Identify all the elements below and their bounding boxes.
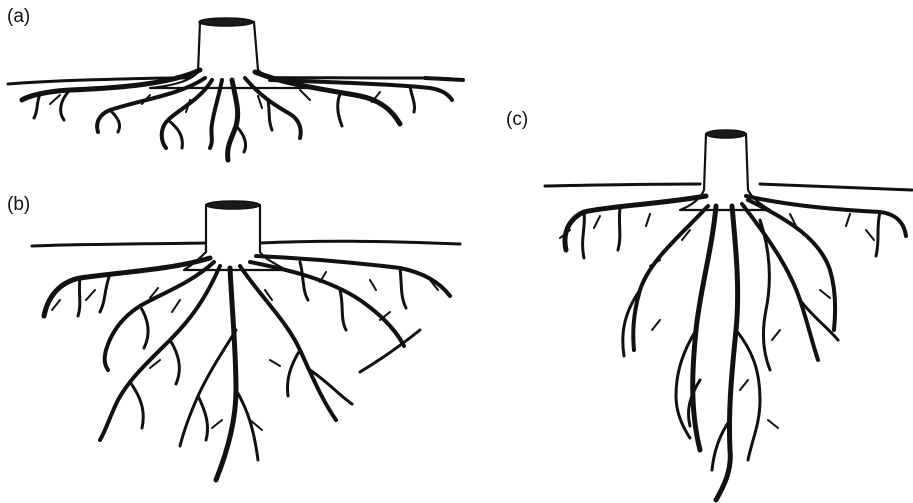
panel-b-stump-top (206, 201, 260, 209)
panel-c-roots (560, 196, 906, 500)
panel-a-stump-top (199, 18, 253, 26)
panel-b-roots (44, 256, 450, 480)
panel-c-drawing (545, 130, 912, 500)
panel-c-stump-top (706, 130, 746, 138)
panel-a-ground-line-right (425, 78, 463, 80)
panel-a-drawing (8, 18, 463, 160)
panel-b-drawing (32, 201, 460, 480)
